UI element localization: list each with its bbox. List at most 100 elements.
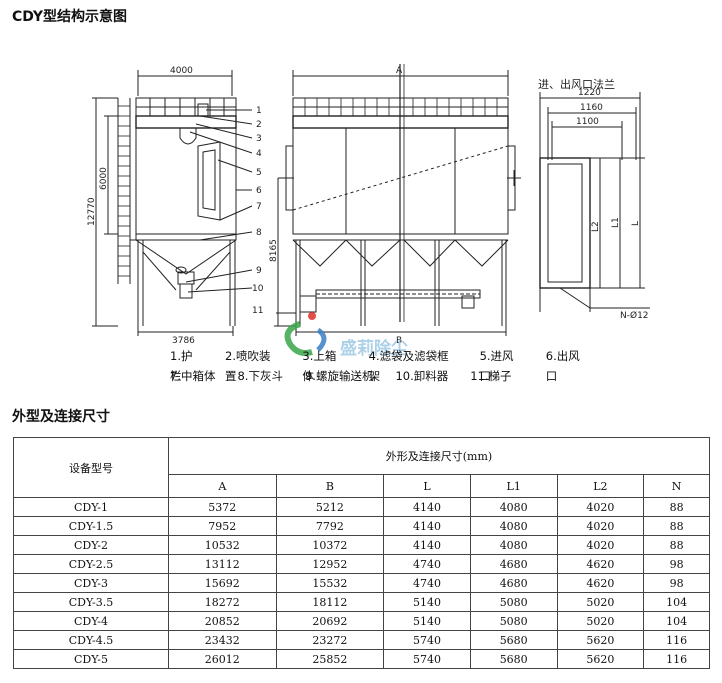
cell-n: 88 [643,497,710,517]
cell-l1: 4080 [469,535,558,555]
cell-a: 18272 [168,592,277,612]
legend-item: 5.进风口 [479,349,514,383]
cell-b: 12952 [275,554,385,574]
cell-b: 25852 [275,649,385,669]
legend-item: 9.螺旋输送机 [304,369,374,383]
dim-12770: 12770 [87,197,97,226]
cell-n: 98 [643,573,710,593]
cell-l1: 4680 [469,573,558,593]
dim-l: L [631,221,641,226]
callout-9: 9 [256,266,262,276]
cell-a: 13112 [168,554,277,574]
legend-item: 6.出风口 [545,349,580,383]
legend-row-2: 7.中箱体 8.下灰斗 9.螺旋输送机 10.卸料器 11.梯子 [170,366,590,386]
legend-row-1: 1.护栏 2.喷吹装置 3.上箱体 4.滤袋及滤袋框架 5.进风口 6.出风口 [170,346,590,383]
cell-l1: 5080 [469,592,558,612]
cell-a: 5372 [168,497,277,517]
cell-model: CDY-3 [13,573,169,593]
dim-n: N-Ø12 [620,310,649,321]
dim-6000: 6000 [99,167,109,190]
cell-b: 23272 [275,630,385,650]
cell-l: 5140 [383,592,471,612]
cell-a: 7952 [168,516,277,536]
cell-a: 20852 [168,611,277,631]
cell-l2: 4020 [556,497,645,517]
cell-l1: 4680 [469,554,558,574]
column-header: L2 [556,474,645,498]
flange-label: 进、出风口法兰 [538,77,615,91]
cell-a: 23432 [168,630,277,650]
cell-model: CDY-1.5 [13,516,169,536]
callout-1: 1 [256,106,262,116]
cell-l2: 4020 [556,516,645,536]
cell-l2: 4620 [556,554,645,574]
callout-10: 10 [252,284,264,294]
cell-b: 10372 [275,535,385,555]
cell-n: 98 [643,554,710,574]
cell-l1: 5680 [469,649,558,669]
legend-item: 4.滤袋及滤袋框架 [368,349,449,383]
dim-l2: L2 [591,221,601,232]
watermark-text: 盛莉除尘 [340,338,408,359]
legend-item: 7.中箱体 [170,369,216,383]
cell-l2: 5020 [556,611,645,631]
cell-l1: 5080 [469,611,558,631]
cell-n: 88 [643,516,710,536]
cell-a: 26012 [168,649,277,669]
cell-n: 116 [643,630,710,650]
cell-n: 104 [643,611,710,631]
cell-b: 18112 [275,592,385,612]
cell-a: 15692 [168,573,277,593]
cell-l1: 5680 [469,630,558,650]
column-header: B [275,474,385,498]
cell-model: CDY-3.5 [13,592,169,612]
callout-2: 2 [256,120,262,130]
cell-l: 5740 [383,649,471,669]
dim-a: A [396,66,403,76]
cell-l1: 4080 [469,497,558,517]
cell-l: 4140 [383,516,471,536]
cell-l2: 4020 [556,535,645,555]
callout-7: 7 [256,202,262,212]
cell-b: 15532 [275,573,385,593]
table-title: 外型及连接尺寸 [12,409,110,425]
model-header: 设备型号 [13,437,169,498]
dim-l1: L1 [611,217,621,228]
cell-l: 5740 [383,630,471,650]
cell-l2: 4620 [556,573,645,593]
legend: 1.护栏 2.喷吹装置 3.上箱体 4.滤袋及滤袋框架 5.进风口 6.出风口 … [170,346,590,386]
dim-1100: 1100 [576,117,599,127]
watermark-logo: 盛莉除尘 [284,312,408,359]
cell-a: 10532 [168,535,277,555]
diagram-title: CDY型结构示意图 [12,9,128,25]
cell-model: CDY-4.5 [13,630,169,650]
cell-n: 116 [643,649,710,669]
cell-model: CDY-4 [13,611,169,631]
cell-n: 104 [643,592,710,612]
callout-11: 11 [252,306,263,316]
column-header: N [643,474,710,498]
callout-3: 3 [256,134,262,144]
legend-item: 2.喷吹装置 [225,349,271,383]
column-header: L1 [469,474,558,498]
cell-b: 20692 [275,611,385,631]
legend-item: 10.卸料器 [395,369,449,383]
cell-l2: 5620 [556,649,645,669]
cell-b: 5212 [275,497,385,517]
dim-8165: 8165 [269,239,279,262]
callout-4: 4 [256,149,262,159]
cell-n: 88 [643,535,710,555]
cell-l2: 5620 [556,630,645,650]
legend-item: 8.下灰斗 [237,369,283,383]
dim-1160: 1160 [580,103,603,113]
legend-item: 11.梯子 [470,369,512,383]
cell-model: CDY-2.5 [13,554,169,574]
cell-model: CDY-1 [13,497,169,517]
callout-6: 6 [256,186,262,196]
